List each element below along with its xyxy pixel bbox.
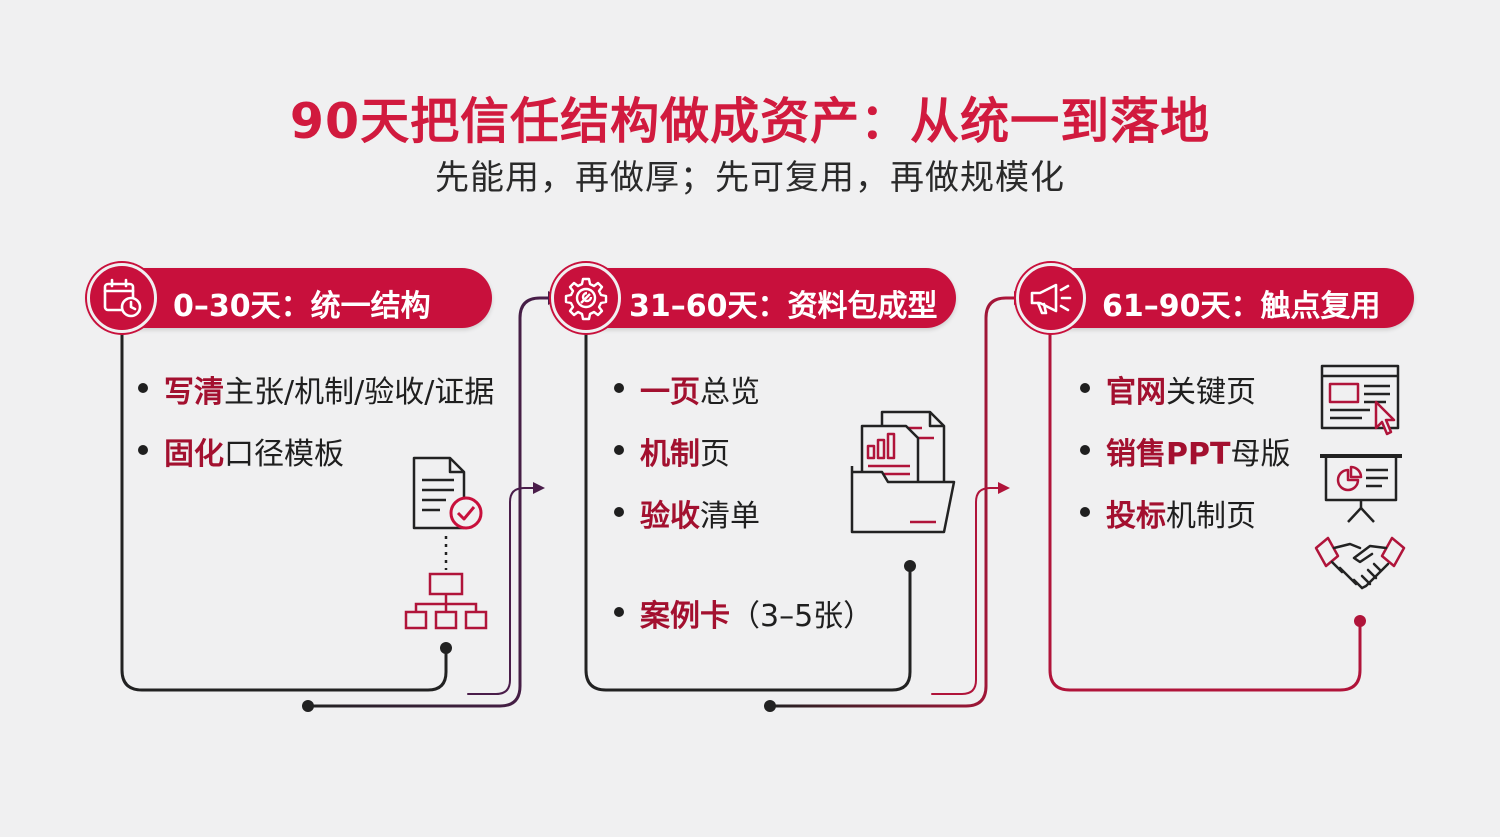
page-subtitle: 先能用，再做厚；先可复用，再做规模化 — [435, 158, 1065, 198]
list-item: 案例卡（3–5张） — [614, 591, 873, 635]
list-item: 写清主张/机制/验收/证据 — [138, 367, 494, 411]
list-item: 投标机制页 — [1080, 491, 1256, 535]
document-folder-icon — [850, 410, 956, 534]
phase3-title: 61–90天：触点复用 — [1102, 289, 1381, 324]
endpoint-dot — [764, 700, 776, 712]
connector-2-outer — [768, 296, 1016, 708]
phase2-header: 31–60天：资料包成型 — [551, 263, 956, 333]
handshake-icon — [1314, 536, 1406, 590]
gear-icon — [551, 263, 621, 333]
endpoint-dot — [1354, 615, 1366, 627]
calendar-clock-icon — [87, 263, 157, 333]
endpoint-dot — [904, 560, 916, 572]
list-item: 机制页 — [614, 429, 730, 473]
arrowhead-1b — [533, 482, 545, 494]
phase1-frame-line — [120, 328, 448, 692]
org-chart-icon — [404, 536, 488, 630]
endpoint-dot — [302, 700, 314, 712]
phase1-title: 0–30天：统一结构 — [173, 289, 431, 324]
list-item: 一页总览 — [614, 367, 760, 411]
presentation-board-icon — [1320, 454, 1402, 523]
phase2-frame-line — [584, 328, 912, 692]
phase3-frame-line — [1048, 328, 1362, 692]
megaphone-icon — [1016, 263, 1086, 333]
webpage-cursor-icon — [1320, 364, 1400, 436]
list-item: 销售PPT母版 — [1080, 429, 1290, 473]
list-item: 验收清单 — [614, 491, 760, 535]
phase2-title: 31–60天：资料包成型 — [629, 289, 938, 324]
list-item: 官网关键页 — [1080, 367, 1256, 411]
arrowhead-2b — [998, 482, 1010, 494]
connector-1-inner — [467, 487, 541, 695]
endpoint-dot — [440, 642, 452, 654]
connector-1-outer — [306, 296, 550, 708]
page-title: 90天把信任结构做成资产：从统一到落地 — [289, 93, 1211, 150]
list-item: 固化口径模板 — [138, 429, 344, 473]
document-check-icon — [412, 456, 483, 530]
phase1-header: 0–30天：统一结构 — [87, 263, 492, 333]
phase3-header: 61–90天：触点复用 — [1016, 263, 1414, 333]
connector-2-inner — [931, 487, 1007, 695]
